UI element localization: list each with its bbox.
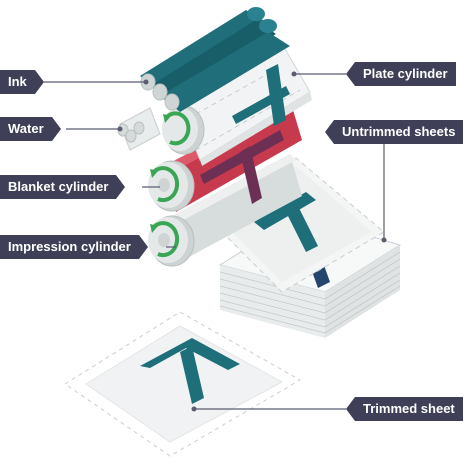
curved-arrow-icon [151, 221, 180, 258]
water-rollers [117, 107, 161, 151]
label-impression-cylinder: Impression cylinder [0, 235, 148, 259]
leader-lines [44, 73, 385, 410]
letter-t-icon [232, 64, 290, 126]
curved-arrow-icon [151, 166, 180, 203]
letter-t-icon [254, 192, 318, 252]
label-blanket-cylinder: Blanket cylinder [0, 175, 126, 199]
label-trimmed-sheet: Trimmed sheet [346, 397, 463, 421]
plate-cylinder [162, 39, 312, 166]
letter-t-icon [140, 338, 240, 404]
label-water: Water [0, 117, 61, 141]
letter-t-icon [200, 130, 284, 204]
ink-rollers [140, 7, 290, 112]
curved-arrow-icon [164, 111, 191, 146]
label-untrimmed-sheets: Untrimmed sheets [324, 120, 464, 144]
label-plate-cylinder: Plate cylinder [346, 62, 456, 86]
label-ink: Ink [0, 70, 44, 94]
trimmed-sheet [64, 311, 302, 457]
impression-cylinder [148, 154, 302, 267]
